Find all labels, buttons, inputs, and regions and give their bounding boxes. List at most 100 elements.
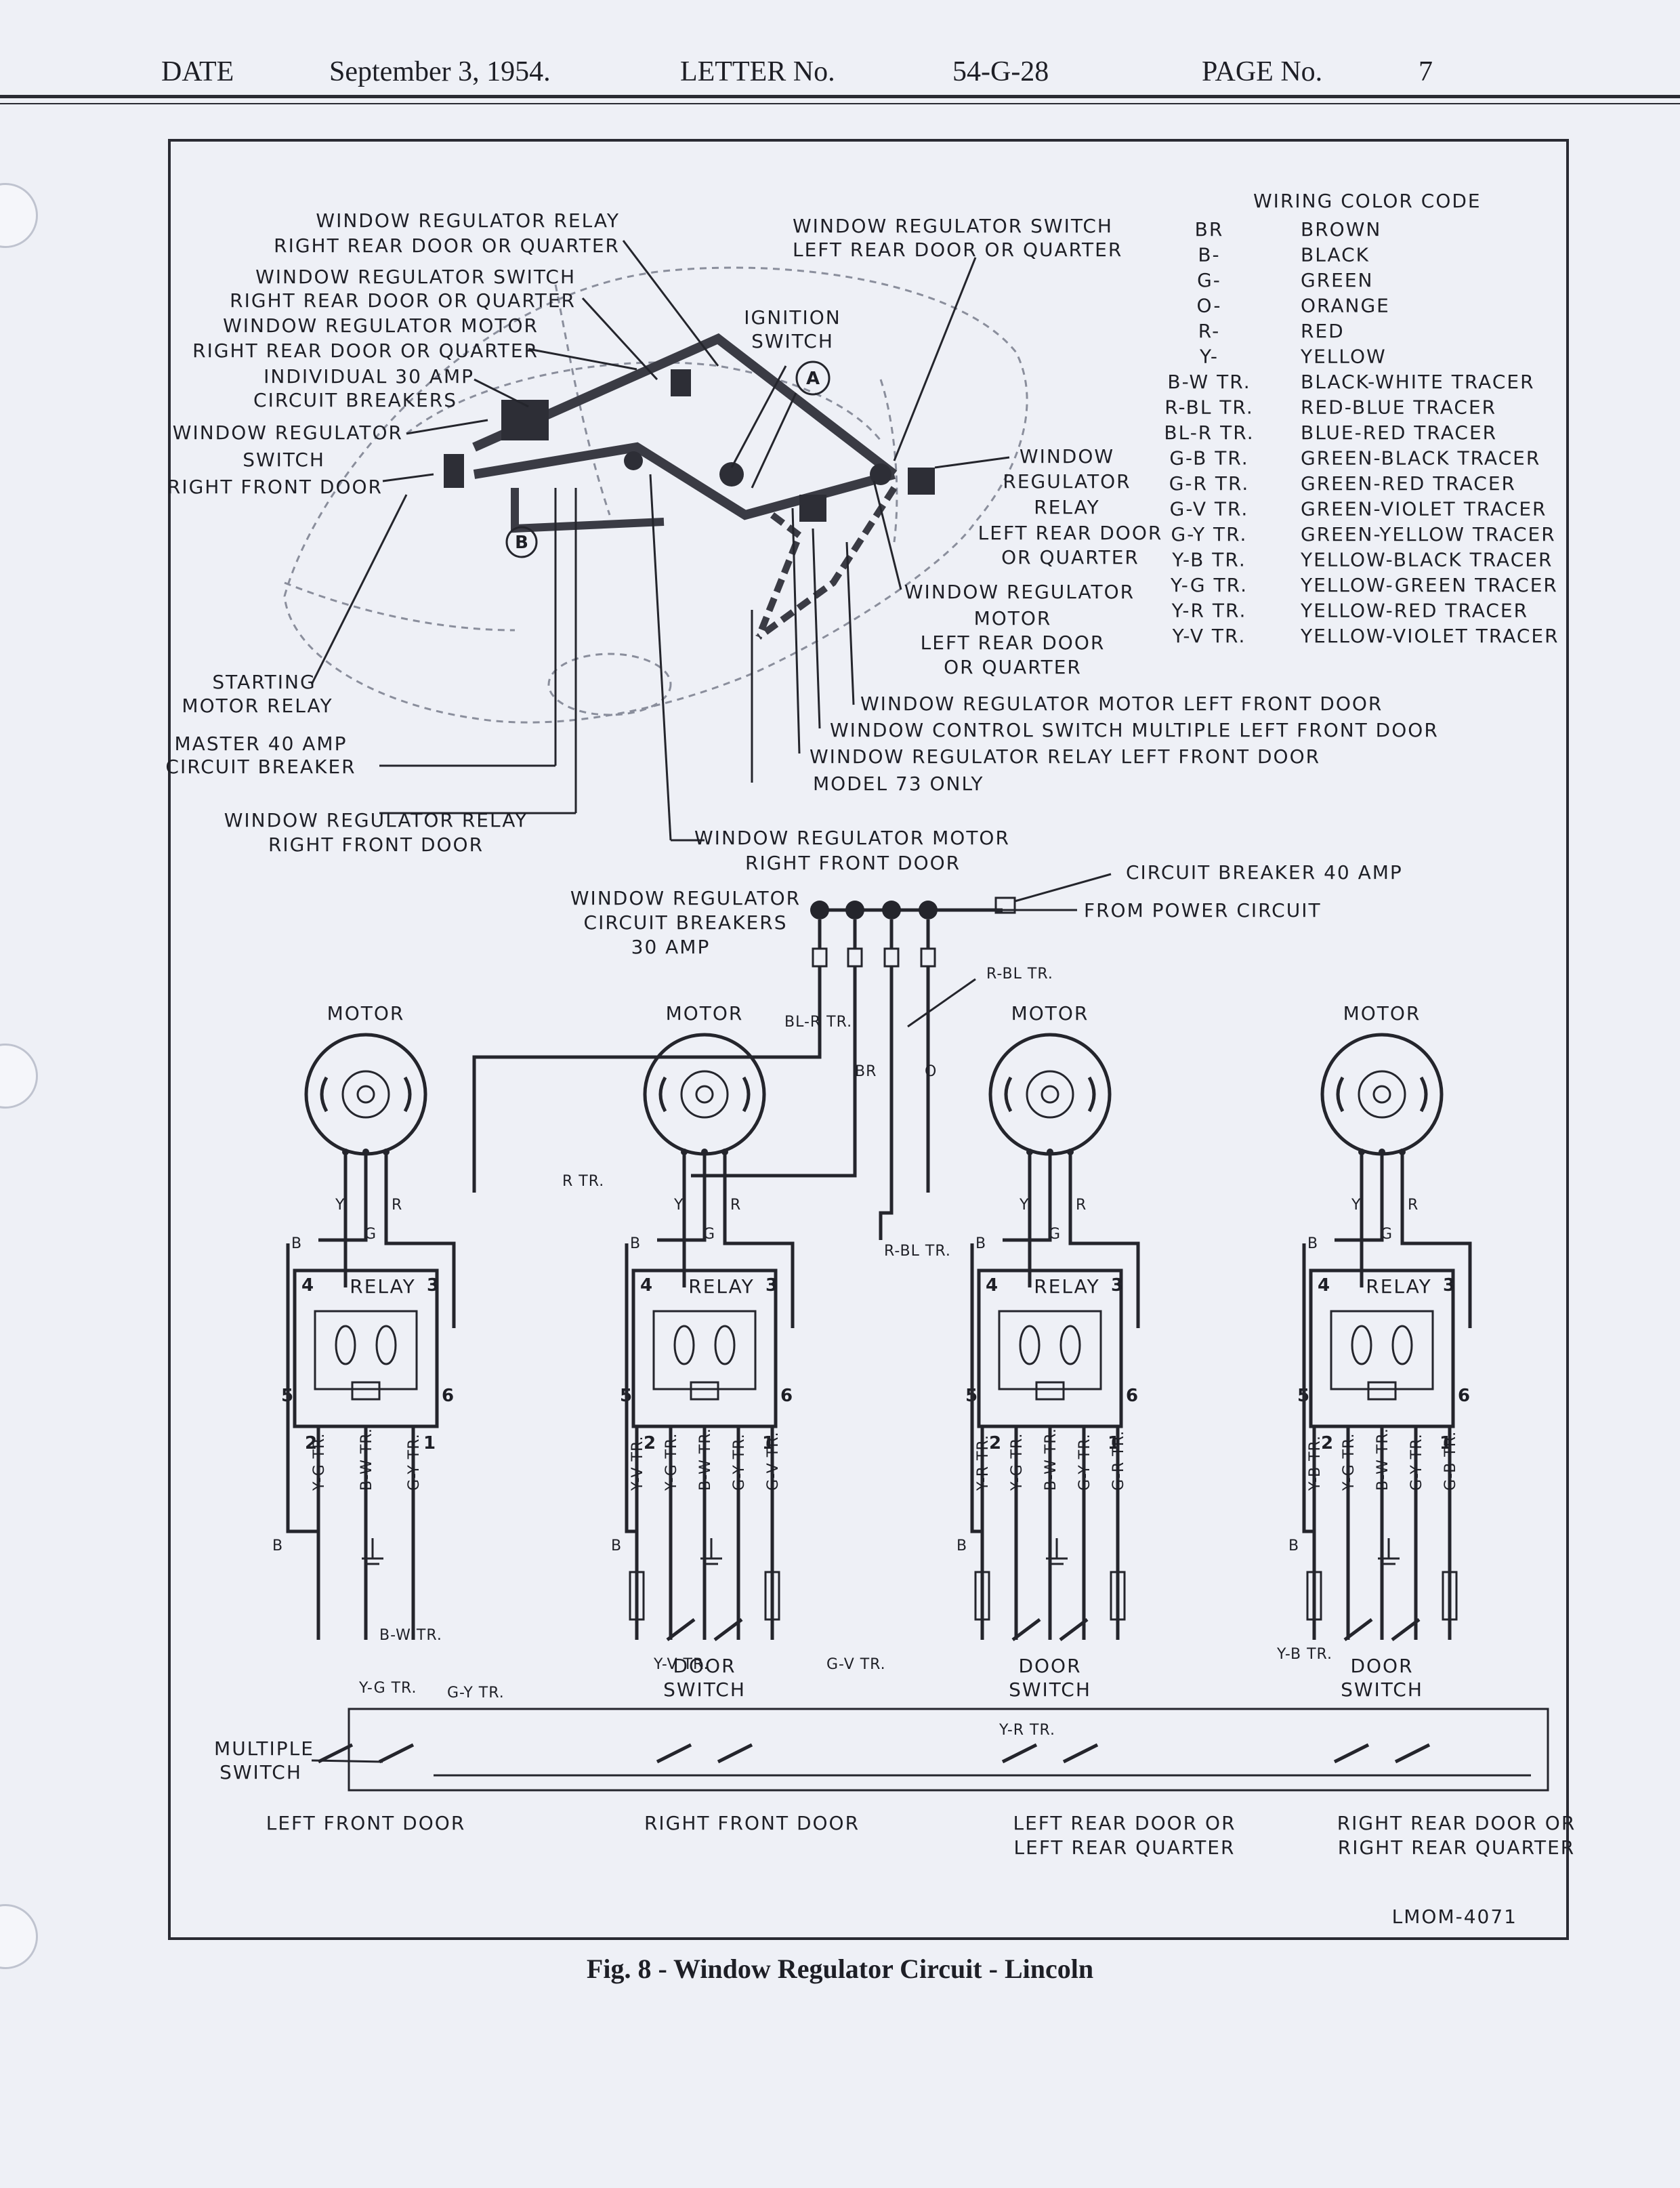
relay-lr-label-4: LEFT REAR DOOR: [978, 522, 1163, 544]
relay-terminal-4: 4: [1318, 1275, 1330, 1296]
wire-label-r: R: [730, 1197, 741, 1214]
pictorial-labels: WINDOW REGULATOR RELAY RIGHT REAR DOOR O…: [165, 209, 1437, 874]
relay-terminal-3: 3: [765, 1275, 778, 1296]
drawing-number: LMOM-4071: [1392, 1905, 1517, 1928]
color-code-abbrev: Y-: [1199, 346, 1219, 368]
color-code-abbrev: G-R TR.: [1169, 472, 1250, 495]
relay-coil: [335, 1325, 356, 1365]
door-name: RIGHT FRONT DOOR: [644, 1812, 860, 1834]
multiple-switch-contact: [378, 1743, 415, 1764]
ignition-label-1: IGNITION: [744, 306, 841, 329]
wire-label-bottom: Y-V TR.: [629, 1436, 646, 1491]
relay-coil: [375, 1325, 397, 1365]
page-number: 7: [1419, 56, 1433, 87]
door-name: RIGHT REAR QUARTER: [1338, 1836, 1575, 1859]
relay-terminal-3: 3: [427, 1275, 439, 1296]
relay-label: RELAY: [350, 1275, 415, 1298]
breaker-30-amp: [810, 901, 829, 920]
callout-model-73: MODEL 73 ONLY: [813, 772, 984, 795]
color-code-name: RED: [1301, 320, 1345, 342]
wire-label-bottom: B-W TR.: [1374, 1428, 1391, 1491]
wire-label-bottom: G-Y TR.: [731, 1433, 748, 1491]
wire-label-bottom: Y-G TR.: [1341, 1432, 1358, 1491]
multiple-switch-bus: MULTIPLE SWITCH LMOM-4071: [214, 1708, 1549, 1928]
motor-label: MOTOR: [327, 1002, 405, 1025]
wire-label-b: B: [291, 1235, 302, 1252]
door-switch-contact: [1391, 1618, 1421, 1641]
relay-rf-2: RIGHT FRONT DOOR: [268, 833, 484, 856]
wire-label-y: Y: [673, 1197, 684, 1214]
letter-number: 54-G-28: [952, 56, 1049, 87]
wire-label-bottom: Y-G TR.: [663, 1432, 680, 1491]
wire-label-yb-feed: Y-B TR.: [1276, 1646, 1332, 1663]
relay-label: RELAY: [1034, 1275, 1099, 1298]
header-rule-thin: [0, 103, 1680, 104]
relay-coil: [714, 1325, 736, 1365]
motor-lr-label-4: OR QUARTER: [944, 656, 1082, 678]
door-switch-label-2: SWITCH: [663, 1678, 746, 1701]
color-code-abbrev: Y-B TR.: [1171, 549, 1246, 571]
switch-rf-icon: [444, 454, 464, 488]
callout-switch-lr-2: LEFT REAR DOOR OR QUARTER: [793, 239, 1122, 261]
color-code-abbrev: G-: [1197, 269, 1221, 291]
callout-motor-lf: WINDOW REGULATOR MOTOR LEFT FRONT DOOR: [860, 693, 1383, 715]
relay-lr-label-3: RELAY: [1034, 496, 1099, 518]
wire-label-yg: Y-G TR.: [358, 1680, 417, 1697]
circuit-breaker-40: CIRCUIT BREAKER 40 AMP: [1126, 861, 1403, 884]
wire-label-b: B: [272, 1537, 283, 1554]
door-switch-label-2: SWITCH: [1009, 1678, 1091, 1701]
color-code-name: RED-BLUE TRACER: [1301, 396, 1496, 419]
motor-lr-icon: [870, 463, 891, 485]
relay-terminal-4: 4: [301, 1275, 314, 1296]
color-code-title: WIRING COLOR CODE: [1253, 190, 1482, 212]
wire-label-bottom: B-W TR.: [697, 1428, 714, 1491]
wire-label-bottom: G-Y TR.: [406, 1433, 423, 1491]
wire-label-bottom: G-Y TR.: [1076, 1433, 1093, 1491]
wire-label-bottom: G-B TR.: [1442, 1431, 1459, 1491]
callout-switch-rf-1: WINDOW REGULATOR: [173, 421, 403, 444]
multiple-switch-contact: [656, 1743, 692, 1764]
color-code-name: GREEN: [1301, 269, 1373, 291]
motor-rf-2: RIGHT FRONT DOOR: [745, 852, 961, 874]
multiple-switch-label-1: MULTIPLE: [214, 1737, 314, 1760]
callout-leaders: [310, 240, 1010, 842]
color-code-name: GREEN-VIOLET TRACER: [1301, 498, 1547, 520]
color-code-abbrev: G-B TR.: [1169, 447, 1248, 470]
wire-label-r-tr: R TR.: [562, 1173, 604, 1190]
wire-label-y: Y: [335, 1197, 345, 1214]
letter-label: LETTER No.: [680, 56, 835, 87]
callout-relay-rr-2: RIGHT REAR DOOR OR QUARTER: [274, 234, 620, 257]
door-switch-contact: [713, 1618, 743, 1641]
wire-label-bottom: Y-G TR.: [1009, 1432, 1026, 1491]
car-outline: [283, 266, 1028, 724]
figure-frame: [168, 139, 1569, 1940]
callout-relay-lf: WINDOW REGULATOR RELAY LEFT FRONT DOOR: [810, 745, 1320, 768]
color-code-name: YELLOW-VIOLET TRACER: [1300, 625, 1559, 647]
marker-a: A: [806, 369, 820, 389]
wire-label-yr-feed: Y-R TR.: [999, 1722, 1055, 1739]
breaker-30-amp: [845, 901, 864, 920]
breaker-40-symbol: [994, 896, 1016, 914]
motor-rf-icon: [624, 451, 643, 470]
callout-switch-lr-1: WINDOW REGULATOR SWITCH: [793, 215, 1113, 237]
relay-lr-icon: [908, 468, 935, 495]
breaker-block: [501, 400, 549, 440]
callout-motor-rr-2: RIGHT REAR DOOR OR QUARTER: [192, 339, 539, 362]
motor-symbol: [1320, 1033, 1444, 1156]
door-name: LEFT FRONT DOOR: [266, 1812, 466, 1834]
motor-symbol: [304, 1033, 427, 1156]
motor-lr-label-2: MOTOR: [974, 607, 1052, 629]
color-code-abbrev: R-: [1198, 320, 1220, 342]
breakers-label-2: CIRCUIT BREAKERS: [584, 911, 788, 934]
color-code-abbrev: O-: [1197, 295, 1222, 317]
color-code-name: BLACK: [1301, 244, 1370, 266]
master-breaker-1: MASTER 40 AMP: [175, 732, 348, 755]
door-switch-label-1: DOOR: [1350, 1655, 1413, 1677]
wire-label-bottom: G-Y TR.: [1408, 1433, 1425, 1491]
relay-terminal-3: 3: [1111, 1275, 1123, 1296]
wire-label-b: B: [1307, 1235, 1318, 1252]
